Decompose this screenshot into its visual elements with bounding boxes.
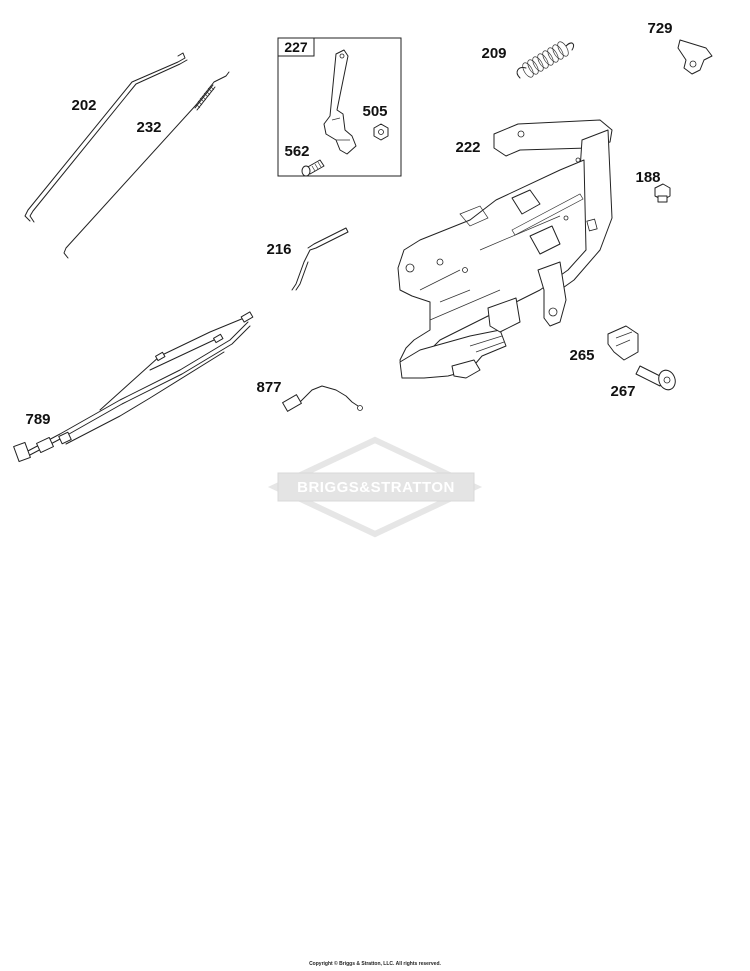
part-label-222: 222 bbox=[455, 139, 480, 156]
part-789-wire-harness[interactable] bbox=[13, 311, 254, 463]
part-label-265: 265 bbox=[569, 347, 594, 364]
part-label-789: 789 bbox=[25, 411, 50, 428]
part-label-188: 188 bbox=[635, 169, 660, 186]
part-label-227: 227 bbox=[284, 39, 308, 55]
copyright-notice: Copyright © Briggs & Stratton, LLC. All … bbox=[309, 961, 441, 967]
part-222-control-bracket[interactable] bbox=[397, 119, 613, 379]
part-209-spring[interactable] bbox=[516, 40, 575, 79]
spring-coil bbox=[194, 84, 216, 111]
watermark-text: BRIGGS&STRATTON bbox=[297, 479, 455, 496]
part-267-bolt[interactable] bbox=[635, 365, 678, 392]
part-232-spring-link[interactable] bbox=[63, 71, 230, 259]
part-202-rod[interactable] bbox=[24, 52, 188, 223]
part-label-232: 232 bbox=[136, 119, 161, 136]
part-877-wire-lead[interactable] bbox=[282, 385, 363, 412]
part-label-202: 202 bbox=[71, 97, 96, 114]
part-265-clip[interactable] bbox=[607, 325, 639, 361]
part-188-bolt[interactable] bbox=[654, 183, 671, 203]
part-label-729: 729 bbox=[647, 20, 672, 37]
part-729-bracket[interactable] bbox=[677, 39, 713, 75]
part-label-209: 209 bbox=[481, 45, 506, 62]
part-505-nut[interactable] bbox=[373, 123, 389, 141]
part-label-562: 562 bbox=[284, 143, 309, 160]
part-label-267: 267 bbox=[610, 383, 635, 400]
part-562-screw[interactable] bbox=[301, 159, 325, 177]
part-label-505: 505 bbox=[362, 103, 387, 120]
part-label-877: 877 bbox=[256, 379, 281, 396]
watermark-logo: BRIGGS&STRATTON bbox=[267, 436, 483, 538]
part-label-216: 216 bbox=[266, 241, 291, 258]
part-216-rod[interactable] bbox=[291, 227, 349, 291]
part-227-group[interactable]: 227 505 562 bbox=[277, 37, 402, 177]
